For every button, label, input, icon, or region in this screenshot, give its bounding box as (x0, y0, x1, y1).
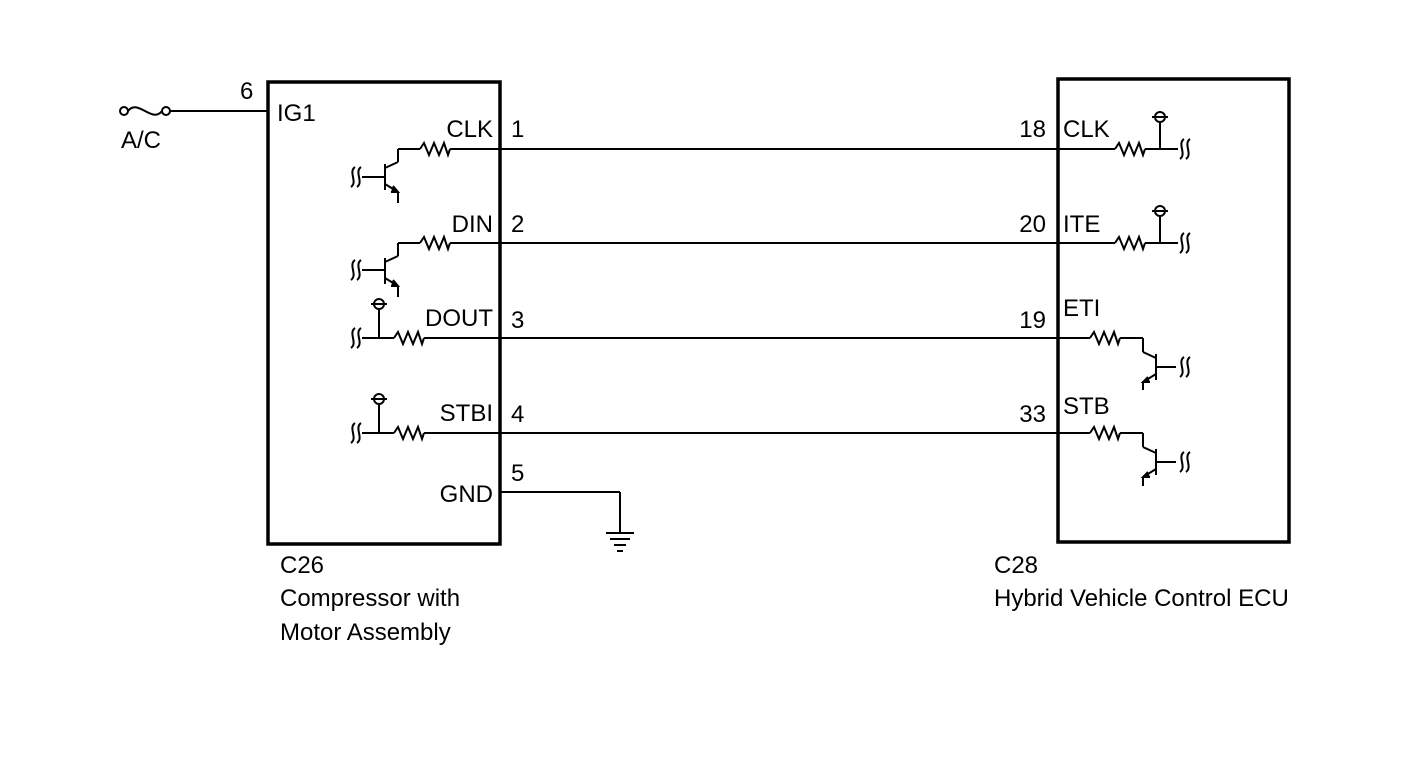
left-component-name-1: Compressor with (280, 585, 460, 612)
right-signal-stb: STB (1063, 393, 1110, 420)
left-dout-circuit (350, 298, 500, 349)
right-ite-circuit (1058, 205, 1191, 254)
pin-18: 18 (1019, 116, 1046, 143)
right-eti-circuit (1058, 331, 1191, 390)
pin-6: 6 (240, 78, 253, 105)
ecu-box (1056, 77, 1291, 544)
left-signal-gnd: GND (440, 481, 493, 508)
left-signal-dout: DOUT (425, 305, 493, 332)
left-signal-din: DIN (452, 211, 493, 238)
pin-33: 33 (1019, 401, 1046, 428)
right-signal-eti: ETI (1063, 295, 1100, 322)
ig1-label: IG1 (277, 100, 316, 127)
pin-5: 5 (511, 460, 524, 487)
pin-20: 20 (1019, 211, 1046, 238)
left-component-code: C26 (280, 552, 324, 579)
fuse-label: A/C (121, 127, 161, 154)
pin-19: 19 (1019, 307, 1046, 334)
compressor-box (266, 80, 502, 546)
left-clk-circuit (350, 142, 500, 203)
right-component-name: Hybrid Vehicle Control ECU (994, 585, 1289, 612)
right-clk-circuit (1058, 111, 1191, 160)
right-component-code: C28 (994, 552, 1038, 579)
left-signal-stbi: STBI (440, 400, 493, 427)
left-signal-clk: CLK (446, 116, 493, 143)
right-signal-ite: ITE (1063, 211, 1100, 238)
pin-2: 2 (511, 211, 524, 238)
ground-icon (606, 532, 634, 552)
pin-3: 3 (511, 307, 524, 334)
left-stbi-circuit (350, 393, 500, 444)
right-stb-circuit (1058, 426, 1191, 486)
left-component-name-2: Motor Assembly (280, 619, 451, 646)
pin-4: 4 (511, 401, 524, 428)
left-din-circuit (350, 236, 500, 297)
ground-wire (500, 491, 621, 533)
right-signal-clk: CLK (1063, 116, 1110, 143)
pin-1: 1 (511, 116, 524, 143)
fuse-ac (119, 106, 268, 116)
